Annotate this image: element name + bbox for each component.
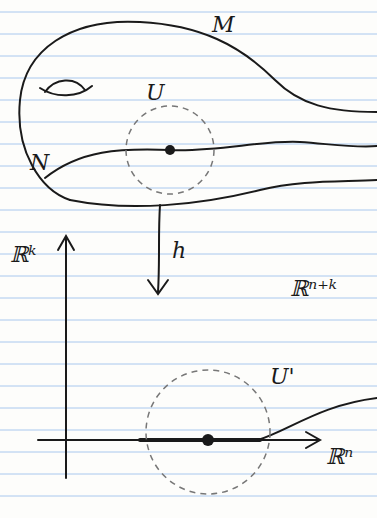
ruled-lines [0,12,377,496]
point-dot [202,434,214,446]
manifold-label: M [212,14,235,36]
space-label: ℝⁿ⁺ᵏ [290,278,337,300]
neighborhood-circle [146,370,270,494]
neighborhood-label: U' [270,366,295,388]
image-curve [258,398,377,440]
manifold-outline [19,22,377,200]
submanifold-curve [45,142,377,178]
neighborhood-label: U [146,82,165,104]
arrow-shaft [158,205,160,292]
point-dot [165,145,175,155]
handle-hole [45,80,85,92]
axis-label: ℝⁿ [326,446,353,468]
submanifold-label: N [30,152,49,174]
arrow-head [148,280,168,294]
rn-axis [38,439,318,441]
handle-hole [40,86,92,95]
manifold-lower-edge [70,180,377,206]
submanifold-segment [140,438,260,442]
axis-label: ℝᵏ [10,244,36,266]
axis-arrow-head [306,432,320,448]
axis-arrow-head [58,236,74,250]
neighborhood-circle [126,106,214,194]
map-label: h [172,240,186,262]
rk-axis [65,238,67,478]
